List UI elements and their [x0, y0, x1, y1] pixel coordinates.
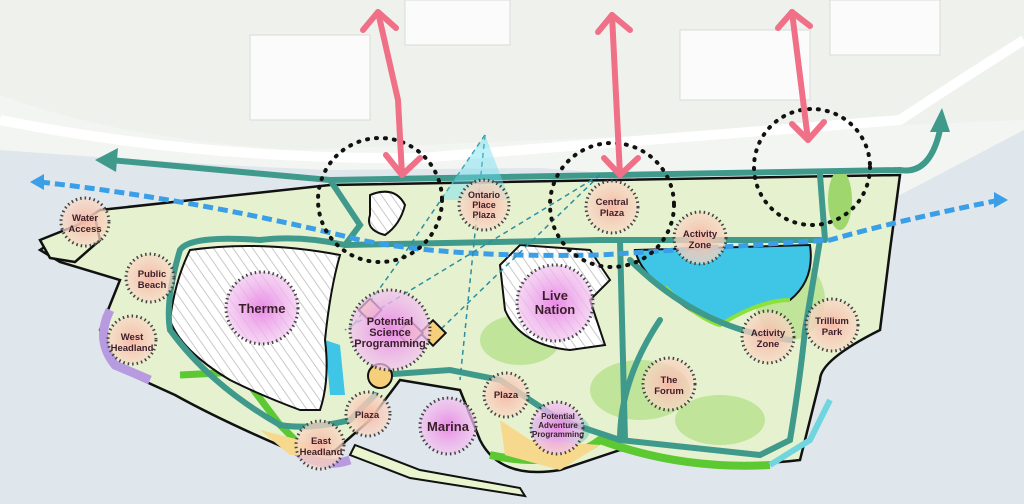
label-public-beach: Public [138, 269, 167, 280]
label-the-forum: The [661, 375, 678, 386]
zone-activity-south [740, 309, 796, 365]
zone-activity-north [672, 210, 728, 266]
label-plaza-west: Plaza [355, 410, 380, 421]
zone-plaza-east [482, 371, 530, 419]
zone-potential-science [348, 288, 432, 372]
trail-arrow-west [95, 148, 118, 172]
zone-therme [224, 270, 300, 346]
label-potential-adventure: Potential [541, 412, 575, 421]
label-plaza-east: Plaza [494, 390, 519, 401]
north-pavilion [368, 190, 407, 237]
blue-water-route [39, 179, 1001, 258]
label-east-headland: East [311, 436, 332, 447]
label-trillium-park: Trillium [815, 316, 849, 327]
label-live-nation: Live [542, 288, 568, 303]
blue-arrow-east [994, 192, 1008, 208]
label-activity-zone-south: Activity [751, 328, 786, 339]
zone-plaza-west [344, 390, 392, 438]
zone-trillium-park [804, 297, 860, 353]
label-central-plaza: Central [596, 197, 629, 208]
zone-public-beach [124, 252, 176, 304]
gateway-circle-central [548, 141, 676, 269]
gateway-circle-east [752, 107, 872, 227]
zone-the-forum [641, 356, 697, 412]
zone-west-headland [106, 314, 158, 366]
blue-arrow-west [30, 174, 44, 190]
zone-marina [418, 396, 478, 456]
trail-arrow-east [930, 108, 950, 132]
gateway-circle-west [316, 136, 444, 264]
zone-live-nation [515, 263, 595, 343]
shoreline-teal-east [768, 398, 833, 468]
purple-edge-west [99, 307, 152, 385]
channel [325, 340, 345, 395]
label-marina: Marina [427, 419, 470, 434]
zone-potential-adventure [529, 400, 585, 456]
label-ontario-place-plaza: Ontario [468, 190, 501, 200]
zone-markers [59, 178, 860, 471]
zone-ontario-place-plaza [457, 178, 511, 232]
city-connection-arrows [360, 9, 827, 178]
zone-east-headland [294, 419, 346, 471]
label-potential-science: Potential [367, 316, 413, 328]
east-headland-pier [348, 443, 528, 498]
label-water-access-1: Water [72, 213, 98, 224]
label-therme: Therme [239, 301, 286, 316]
zone-water-access [59, 196, 111, 248]
zone-central-plaza [584, 179, 640, 235]
label-west-headland: West [121, 332, 144, 343]
label-activity-zone-north: Activity [683, 229, 718, 240]
